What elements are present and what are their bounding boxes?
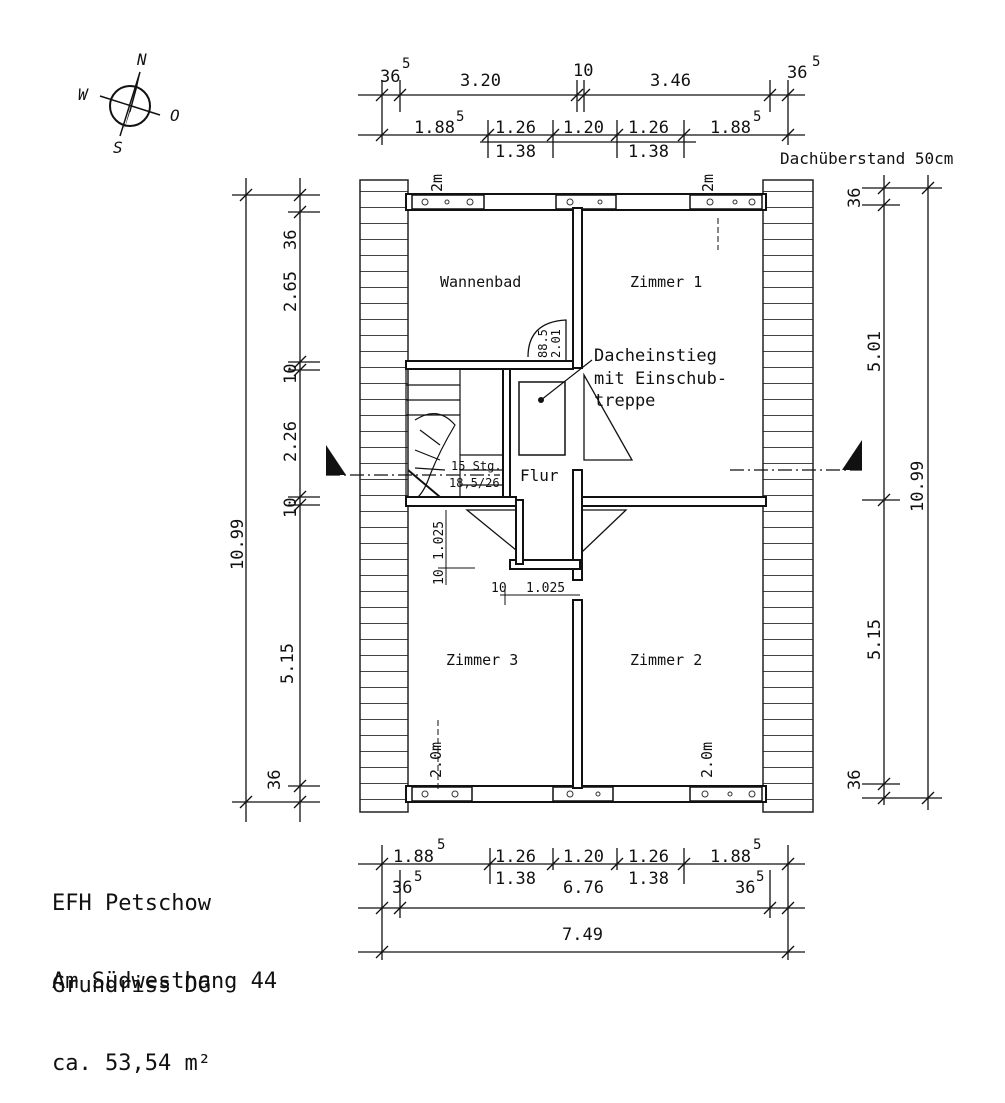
- bottom-dim-r2-4: 1.38: [628, 869, 669, 889]
- roof-strip-left: [359, 179, 409, 813]
- overhang-note: Dachüberstand 50cm: [780, 149, 953, 168]
- caption-line-3: Grundriss DG: [52, 973, 211, 998]
- top-dim-r2-1-sup: 5: [456, 109, 464, 125]
- top-dim-r2-5: 1.88: [710, 118, 751, 138]
- left-dimension-labels: 36 2.65 10 2.26 10 5.15 36 10.99: [228, 230, 301, 790]
- left-dim-6: 5.15: [278, 643, 298, 684]
- door-dim-1: 88.5: [536, 329, 550, 358]
- top-dim-r2-4: 1.26: [628, 118, 669, 138]
- door-swings: [465, 319, 634, 554]
- bottom-dim-r1-1: 1.88: [393, 847, 434, 867]
- bottom-dimensions: [358, 845, 805, 960]
- room-flur: Flur: [520, 466, 559, 485]
- inner-dimensions: [438, 510, 580, 605]
- bottom-dim-r2-1-sup: 5: [414, 869, 422, 885]
- inner-dim-2: 10: [432, 569, 447, 585]
- bottom-dim-r1-2: 1.26: [495, 847, 536, 867]
- top-dim-4: 3.46: [650, 71, 691, 91]
- left-dim-3: 10: [281, 364, 301, 384]
- hatch-label-1: Dacheinstieg: [594, 346, 717, 366]
- window-label-2: 2m: [699, 174, 717, 192]
- compass-n: N: [136, 50, 147, 69]
- door-dim-2: 2.01: [549, 329, 563, 358]
- top-dim-2: 3.20: [460, 71, 501, 91]
- top-dim-r2-2: 1.26: [495, 118, 536, 138]
- left-dim-7: 36: [265, 770, 285, 790]
- right-dim-4: 36: [845, 770, 865, 790]
- compass-rose: N W O S: [78, 50, 180, 157]
- left-dim-total: 10.99: [228, 519, 248, 570]
- bottom-dim-r2-2: 1.38: [495, 869, 536, 889]
- room-zimmer1: Zimmer 1: [630, 273, 702, 291]
- right-dimension-labels: 36 5.01 5.15 36 10.99: [845, 188, 928, 790]
- caption-block-2: Grundriss DG ca. 53,54 m²: [52, 921, 211, 1103]
- caption-line-1: EFH Petschow: [52, 891, 211, 916]
- bottom-dim-r2-5: 36: [735, 878, 755, 898]
- bottom-dim-r2-3: 6.76: [563, 878, 604, 898]
- compass-o: O: [170, 106, 180, 125]
- top-dim-r2-5-sup: 5: [753, 109, 761, 125]
- bottom-dim-r1-1-sup: 5: [437, 837, 445, 853]
- bottom-dim-total: 7.49: [562, 925, 603, 945]
- section-markers: [326, 440, 862, 476]
- caption-line-2: Am Südwesthang 44: [52, 969, 278, 994]
- right-dim-2: 5.01: [865, 331, 885, 372]
- stair-count: 15 Stg.: [451, 459, 502, 473]
- left-dim-1: 36: [281, 230, 301, 250]
- top-dim-r2-3: 1.20: [563, 118, 604, 138]
- hatch-label-3: treppe: [594, 391, 655, 411]
- right-dim-3: 5.15: [865, 619, 885, 660]
- window-label-3: 2.0m: [427, 742, 445, 778]
- top-dimension-labels: 36 5 3.20 10 3.46 36 5 1.88 5 1.26 1.20 …: [380, 54, 820, 162]
- top-dim-5-sup: 5: [812, 54, 820, 70]
- bottom-dim-r1-4: 1.26: [628, 847, 669, 867]
- right-dim-total: 10.99: [908, 461, 928, 512]
- inner-dim-1: 1.025: [432, 521, 447, 560]
- left-dimensions: [232, 178, 320, 822]
- window-label-4: 2.0m: [698, 742, 716, 778]
- window-dots: [421, 198, 756, 798]
- bottom-dim-r1-3: 1.20: [563, 847, 604, 867]
- right-dim-1: 36: [845, 188, 865, 208]
- top-dim-3: 10: [573, 61, 593, 81]
- floor-plan-drawing: N W O S 36 5 3.20 10 3.46 36 5 1.88 5: [78, 50, 953, 960]
- top-dim-r3-2: 1.38: [628, 142, 669, 162]
- bottom-dim-r2-5-sup: 5: [756, 869, 764, 885]
- compass-w: W: [78, 85, 89, 104]
- hatch-label-2: mit Einschub-: [594, 369, 727, 389]
- inner-dim-3: 10: [491, 581, 507, 596]
- top-dim-r3-1: 1.38: [495, 142, 536, 162]
- windows: [411, 194, 763, 802]
- stair-ratio: 18,5/26: [449, 476, 500, 490]
- room-wannenbad: Wannenbad: [440, 273, 521, 291]
- inner-dim-4: 1.025: [526, 581, 565, 596]
- roof-hatch: [518, 381, 566, 456]
- roof-strip-right: [762, 179, 814, 813]
- top-dim-r2-1: 1.88: [414, 118, 455, 138]
- room-zimmer2: Zimmer 2: [630, 651, 702, 669]
- interior-walls: [405, 207, 767, 789]
- left-dim-5: 10: [281, 498, 301, 518]
- top-dim-5: 36: [787, 63, 807, 83]
- bottom-dim-r2-1: 36: [392, 878, 412, 898]
- right-dimensions: [862, 175, 942, 810]
- bottom-dimension-labels: 1.88 5 1.26 1.20 1.26 1.88 5 36 5 1.38 6…: [392, 837, 764, 945]
- caption-line-4: ca. 53,54 m²: [52, 1051, 211, 1076]
- bottom-dim-r1-5-sup: 5: [753, 837, 761, 853]
- top-dim-1: 36: [380, 67, 400, 87]
- room-zimmer3: Zimmer 3: [446, 651, 518, 669]
- staircase: [405, 368, 504, 498]
- compass-s: S: [113, 138, 123, 157]
- left-dim-2: 2.65: [281, 271, 301, 312]
- top-dim-1-sup: 5: [402, 56, 410, 72]
- bottom-dim-r1-5: 1.88: [710, 847, 751, 867]
- window-label-1: 2m: [428, 174, 446, 192]
- caption-block: EFH Petschow Am Südwesthang 44: [52, 839, 277, 1021]
- top-dimensions: [358, 80, 805, 158]
- left-dim-4: 2.26: [281, 421, 301, 462]
